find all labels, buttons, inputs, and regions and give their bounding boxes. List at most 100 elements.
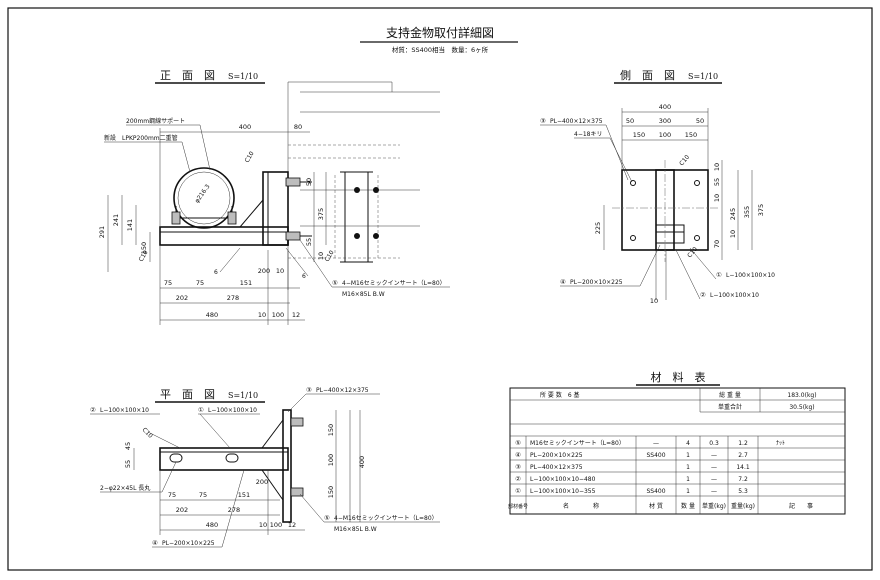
- side-view-scale: S=1/10: [688, 72, 718, 81]
- front-dim-top-400: 400: [239, 123, 251, 131]
- side-callout-1: ①: [716, 271, 722, 279]
- row-no: ⑤: [515, 439, 521, 447]
- table-total-label: 総 重 量: [719, 391, 741, 399]
- row-mat: —: [653, 440, 659, 447]
- row-no: ②: [515, 475, 521, 483]
- side-weld-2: C10: [686, 246, 699, 260]
- plan-dim-45: 45: [124, 442, 132, 450]
- front-dim-b-151: 151: [240, 279, 252, 287]
- table-row: ① L−100×100×10−355 SS400 1 — 5.3: [515, 487, 748, 495]
- table-row: ③ PL−400×12×375 1 — 14.1: [515, 463, 750, 471]
- side-dim-50a: 50: [626, 117, 634, 125]
- row-qty: 4: [686, 440, 690, 447]
- plan-bolt-note: M16×85L B.W: [334, 526, 377, 533]
- row-no: ①: [515, 487, 521, 495]
- front-anchor-bolts: [285, 177, 379, 241]
- plan-plate-note: PL−400×12×375: [316, 387, 369, 394]
- front-callout-5: ⑤: [332, 279, 338, 287]
- side-dim-r-10a: 10: [713, 163, 721, 171]
- plan-dim-b-202: 202: [176, 506, 188, 514]
- footer-mat: 材 質: [649, 502, 663, 510]
- side-weld-1: C10: [678, 154, 691, 168]
- side-dim-r-55: 55: [713, 178, 721, 186]
- row-w: 14.1: [736, 464, 750, 471]
- side-dim-50b: 50: [696, 117, 704, 125]
- footer-note: 記 事: [789, 502, 813, 510]
- row-no: ④: [515, 451, 521, 459]
- material-table: 材 料 表 所 要 数 6 基 総 重 量 183.0(kg) 単重合計 30.…: [508, 370, 846, 515]
- side-dim-150b: 150: [685, 131, 697, 139]
- front-dim-r-55: 55: [305, 238, 313, 246]
- table-total-value: 183.0(kg): [787, 392, 816, 399]
- row-mat: SS400: [646, 488, 665, 495]
- row-name: PL−400×12×375: [530, 464, 583, 471]
- plan-dim-55: 55: [124, 460, 132, 468]
- table-row: ② L−100×100×10−480 1 — 7.2: [515, 475, 748, 483]
- front-dim-r-10: 10: [317, 252, 325, 260]
- side-plate-note: PL−400×12×375: [550, 118, 603, 125]
- plan-view-title: 平 面 図: [160, 388, 215, 401]
- front-angle-1: 6: [214, 269, 218, 276]
- plan-dim-b-10: 10: [259, 521, 267, 529]
- row-uw: —: [711, 452, 717, 459]
- front-dim-241: 241: [112, 214, 120, 226]
- side-dim-150a: 150: [633, 131, 645, 139]
- front-bolt-note: M16×85L B.W: [342, 291, 385, 298]
- side-callout-4: ④: [560, 278, 566, 286]
- front-dim-b-75a: 75: [164, 279, 172, 287]
- plan-callout-3: ③: [306, 386, 312, 394]
- front-dim-b-480: 480: [206, 311, 218, 319]
- plan-dim-b-12: 12: [288, 521, 296, 529]
- front-weld-1: C10: [244, 150, 256, 164]
- front-dim-top-80: 80: [294, 123, 302, 131]
- side-dim-400: 400: [659, 103, 671, 111]
- plan-anchor-note: 4−M16セミックインサート（L=80）: [334, 515, 438, 522]
- footer-qty: 数 量: [681, 502, 695, 510]
- row-uw: —: [711, 476, 717, 483]
- front-dim-b-10b: 10: [258, 311, 266, 319]
- row-uw: —: [711, 488, 717, 495]
- row-name: L−100×100×10−355: [530, 488, 596, 495]
- row-no: ③: [515, 463, 521, 471]
- plan-view-scale: S=1/10: [228, 391, 258, 400]
- plan-dim-b-75b: 75: [199, 491, 207, 499]
- side-angle2-note: L−100×100×10: [710, 292, 759, 299]
- drawing-subtitle: 材質：SS400相当 数量：6ヶ所: [392, 45, 489, 54]
- side-callout-3: ③: [540, 117, 546, 125]
- front-note-support: 200mm鋼線サポート: [126, 117, 185, 125]
- sheet-border: [7, 7, 873, 571]
- drawing-title: 支持金物取付詳細図: [386, 25, 494, 40]
- front-view: 正 面 図 S=1/10 φ216.3: [98, 69, 450, 325]
- side-dim-bottom-10: 10: [650, 297, 658, 305]
- plan-dim-b-75a: 75: [168, 491, 176, 499]
- table-header-left: 所 要 数 6 基: [540, 391, 580, 399]
- front-dim-150: 150: [140, 242, 148, 254]
- front-angle-2: 6: [302, 273, 306, 280]
- row-w: 1.2: [738, 440, 748, 447]
- row-w: 7.2: [738, 476, 748, 483]
- row-uw: 0.3: [709, 440, 719, 447]
- side-view: 側 面 図 S=1/10 400 50 300 50 150 100 150 ③…: [540, 69, 775, 305]
- front-dim-b-278: 278: [227, 294, 239, 302]
- plan-angle1-note: L−100×100×10: [208, 407, 257, 414]
- side-dim-r-10b: 10: [713, 194, 721, 202]
- footer-uw: 単重(kg): [702, 502, 726, 510]
- table-row: ④ PL−200×10×225 SS400 1 — 2.7: [515, 451, 748, 459]
- front-dim-b-10: 10: [276, 267, 284, 275]
- front-dim-141: 141: [126, 219, 134, 231]
- plan-weld: C10: [141, 426, 154, 439]
- table-unit-label: 単重合計: [718, 403, 742, 411]
- plan-angle2-note: L−100×100×10: [100, 407, 149, 414]
- row-qty: 1: [686, 452, 690, 459]
- side-view-title: 側 面 図: [620, 69, 675, 82]
- plan-dim-b-278: 278: [228, 506, 240, 514]
- row-uw: —: [711, 464, 717, 471]
- side-callout-2: ②: [700, 291, 706, 299]
- row-qty: 1: [686, 488, 690, 495]
- plan-plate2-note: PL−200×10×225: [162, 540, 215, 547]
- row-name: PL−200×10×225: [530, 452, 583, 459]
- front-view-title: 正 面 図: [160, 69, 215, 82]
- plan-hole-note: 2−φ22×45L 長丸: [100, 484, 150, 492]
- row-qty: 1: [686, 476, 690, 483]
- front-dim-b-200: 200: [258, 267, 270, 275]
